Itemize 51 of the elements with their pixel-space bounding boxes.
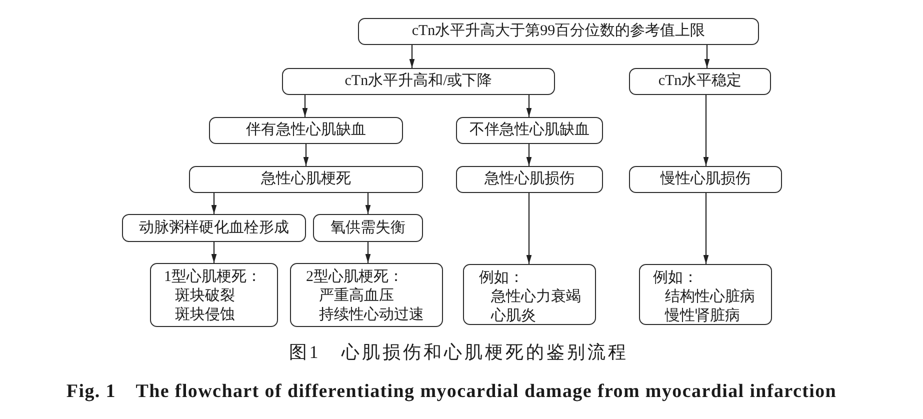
box-label: 急性心肌损伤 [484,170,574,189]
arrow [303,144,309,166]
box-label: 慢性心肌损伤 [660,170,750,189]
list-item: 斑块破裂 [174,287,236,306]
note-box [639,264,772,325]
list-item: 慢性肾脏病 [664,307,741,326]
process-box [456,166,603,193]
figure-caption-english: Fig. 1 The flowchart of differentiating myocardial damage from myocardial infarction [66,380,837,404]
box-label: cTn水平升高和/或下降 [344,72,492,91]
arrow [302,95,308,117]
box-label: cTn水平稳定 [658,72,742,91]
list-item: 结构性心脏病 [664,288,756,307]
list-item: 持续性心动过速 [318,306,425,325]
box-label: 氧供需失衡 [330,218,406,238]
arrow [211,193,217,214]
process-box [456,117,603,144]
process-box [358,18,759,45]
process-box [209,117,403,144]
note-box [150,263,278,327]
process-box [629,68,771,95]
arrow [703,95,709,166]
box-label: 不伴急性心肌缺血 [470,121,590,140]
process-box [629,166,782,193]
list-item: 斑块侵蚀 [174,306,236,325]
figure-caption: 图1 心肌损伤和心肌梗死的鉴别流程 [288,341,628,364]
box-label: 动脉粥样硬化血栓形成 [139,218,289,238]
box-heading: 例如： [478,269,525,288]
list-item: 心肌炎 [490,307,537,326]
note-box [290,263,443,327]
box-label: 急性心肌梗死 [261,170,351,189]
arrow [365,193,371,214]
process-box [122,214,306,242]
arrow [526,95,532,117]
list-item: 急性心力衰竭 [490,288,582,307]
list-item: 严重高血压 [318,287,395,306]
arrow [704,45,710,68]
box-label: cTn水平升高大于第99百分位数的参考值上限 [412,22,706,41]
box-heading: 1型心肌梗死： [163,268,262,287]
arrow [703,193,709,264]
process-box [189,166,423,193]
process-box [282,68,555,95]
note-box [463,264,596,325]
arrow [526,144,532,166]
process-box [313,214,423,242]
arrow [365,242,371,263]
box-heading: 例如： [652,269,699,288]
arrow [409,45,415,68]
box-label: 伴有急性心肌缺血 [246,121,366,140]
arrow [211,242,217,263]
arrow [526,193,532,264]
box-heading: 2型心肌梗死： [305,268,404,287]
